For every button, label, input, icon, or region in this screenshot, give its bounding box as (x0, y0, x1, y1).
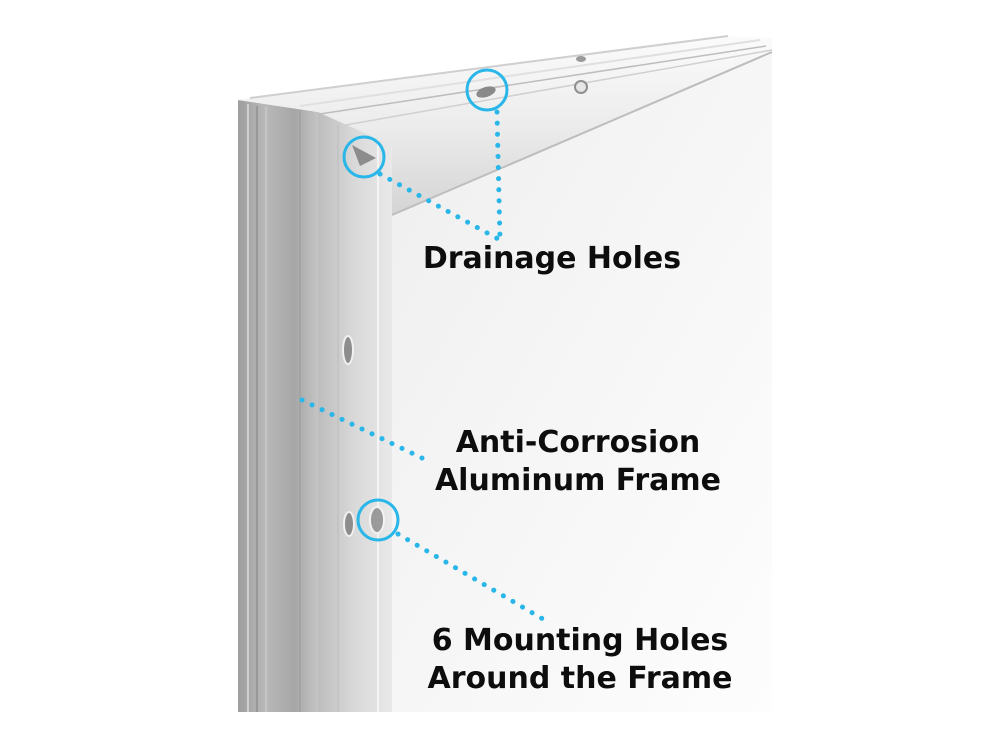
callout-mounting-holes: 6 Mounting Holes Around the Frame (412, 622, 748, 698)
callout-text-line2: Around the Frame (427, 661, 733, 696)
callout-circle (342, 135, 386, 179)
drainage-hole (576, 56, 586, 62)
callout-text-line1: Anti-Corrosion (455, 425, 701, 460)
drainage-hole (476, 86, 496, 98)
panel-surface (392, 52, 772, 712)
mounting-hole (342, 335, 354, 365)
leader-line (299, 397, 425, 461)
leader-line (377, 171, 503, 243)
leader-line (494, 109, 503, 243)
drainage-hole (352, 145, 376, 166)
callout-text: Drainage Holes (422, 241, 682, 276)
drainage-hole (574, 80, 588, 94)
callout-text-line1: 6 Mounting Holes (431, 623, 729, 658)
frame-top-rail (238, 36, 772, 215)
callout-drainage-holes: Drainage Holes (410, 240, 694, 278)
frame-side-face (238, 100, 318, 712)
callout-circle (356, 498, 400, 542)
callout-aluminum-frame: Anti-Corrosion Aluminum Frame (410, 424, 746, 500)
callout-text-line2: Aluminum Frame (434, 463, 722, 498)
mounting-hole (343, 511, 355, 537)
callout-circle (465, 68, 509, 112)
frame-front-lip (318, 112, 392, 712)
mounting-hole (369, 506, 385, 534)
leader-line (395, 531, 551, 625)
